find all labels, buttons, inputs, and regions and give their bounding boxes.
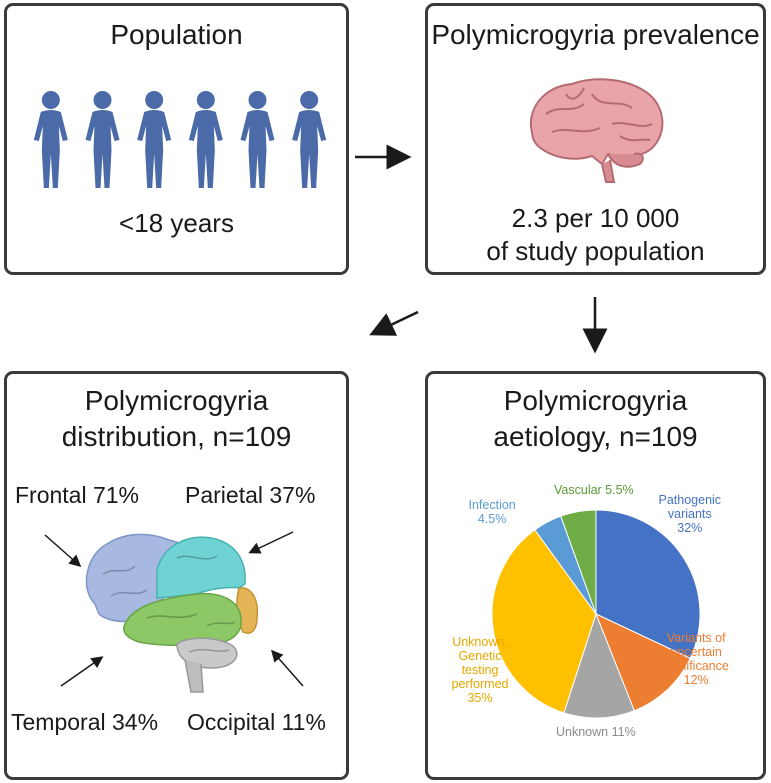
brain-distribution-diagram <box>44 531 304 693</box>
pie-slice <box>595 509 701 659</box>
arrow-prevalence-to-distribution <box>369 310 419 336</box>
population-figures <box>33 91 327 188</box>
pie-slice <box>560 509 597 615</box>
person-icon <box>292 91 327 188</box>
frontal-label: Frontal 71% <box>15 482 140 508</box>
prevalence-value-line1: 2.3 per 10 000 <box>511 203 680 233</box>
parietal-lobe <box>156 536 246 599</box>
temporal-lobe <box>123 592 242 647</box>
prevalence-value-line2: of study population <box>486 236 705 266</box>
parietal-label: Parietal 37% <box>185 482 316 508</box>
brain-icon <box>529 78 664 183</box>
pie-slice <box>491 529 597 714</box>
pie-slice-label: Unknown 11% <box>556 725 636 739</box>
age-label: <18 years <box>119 208 234 238</box>
aetiology-pie-chart <box>491 509 701 719</box>
aetiology-title-line2: aetiology, n=109 <box>493 421 698 452</box>
aetiology-title-line1: Polymicrogyria <box>503 385 688 416</box>
frontal-lobe <box>85 533 184 623</box>
person-icon <box>33 91 68 188</box>
person-icon <box>85 91 120 188</box>
pie-slice <box>595 613 691 712</box>
distribution-title-line2: distribution, n=109 <box>61 421 292 452</box>
population-panel: Population <18 years <box>4 3 349 275</box>
aetiology-panel: Polymicrogyria aetiology, n=109 Pathogen… <box>425 371 766 780</box>
distribution-title-line1: Polymicrogyria <box>84 385 269 416</box>
population-title: Population <box>110 19 243 50</box>
pie-slice-label: Vascular 5.5% <box>554 483 634 497</box>
person-icon <box>188 91 223 188</box>
prevalence-title: Polymicrogyria prevalence <box>431 19 760 50</box>
temporal-label: Temporal 34% <box>11 709 159 735</box>
occipital-label: Occipital 11% <box>187 709 326 735</box>
prevalence-panel: Polymicrogyria prevalence 2.3 per 10 000… <box>425 3 766 275</box>
person-icon <box>137 91 172 188</box>
distribution-panel: Polymicrogyria distribution, n=109 Front… <box>4 371 349 780</box>
pie-slice <box>563 612 635 719</box>
person-icon <box>240 91 275 188</box>
brainstem <box>184 659 204 693</box>
